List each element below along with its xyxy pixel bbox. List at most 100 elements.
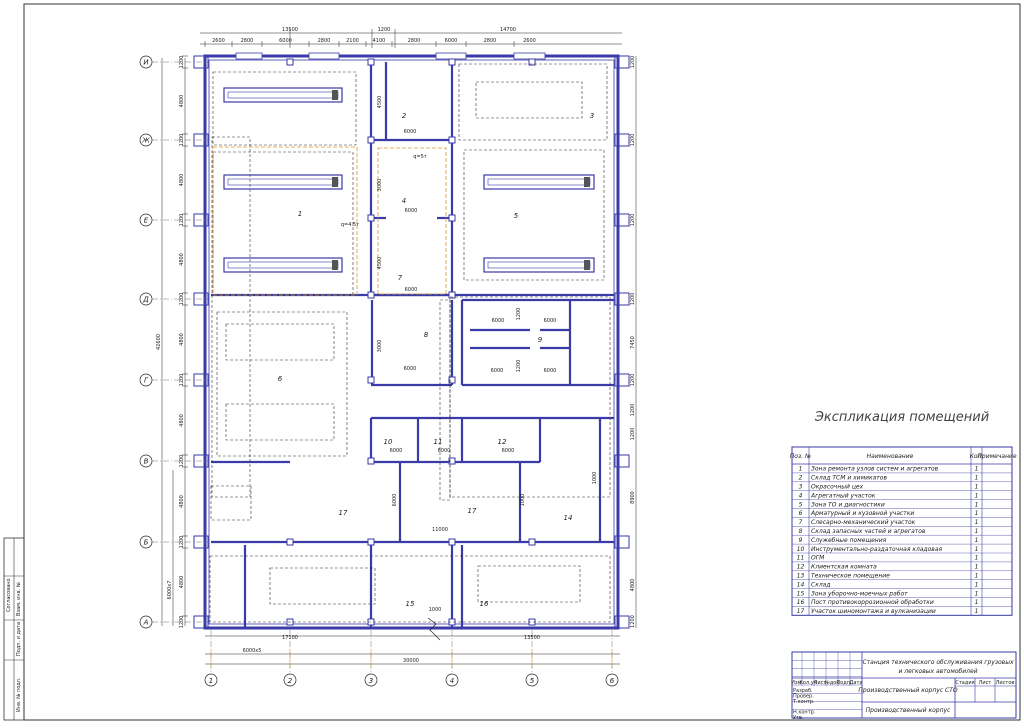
axis-label-Д: Д	[142, 296, 149, 304]
column-left-Б	[193, 535, 209, 549]
dim-top-seg-0: 2600	[212, 38, 225, 44]
service-lane-1	[223, 174, 343, 190]
dim-left-seg-4: 1200	[179, 214, 185, 227]
column-left-Д	[193, 292, 209, 306]
dashed-zone-6	[225, 403, 335, 441]
explication-qty-7: 1	[975, 528, 979, 535]
inner-dim-8: 4500	[377, 96, 383, 109]
explication-qty-2: 1	[975, 484, 979, 491]
explication-name-2: Окрасочный цех	[811, 484, 864, 491]
explication-pos-10: 11	[797, 555, 805, 562]
window-top-0	[235, 52, 263, 60]
room-number-1: 1	[298, 210, 302, 218]
room-number-15: 14	[564, 514, 573, 522]
dim-left-total: 42600	[156, 334, 162, 350]
dashed-zone-1	[458, 63, 608, 141]
dim-left-seg-5: 4800	[179, 253, 185, 266]
column-right-А	[614, 615, 630, 629]
explication-name-7: Склад запасных частей и агрегатов	[811, 528, 926, 535]
room-number-17: 16	[480, 600, 489, 608]
axis-bubble-3	[364, 673, 378, 687]
inner-dim-22: 1200	[516, 308, 522, 321]
dashed-zone-9	[269, 567, 376, 605]
dim-top-seg-7: 6000	[445, 38, 458, 44]
inner-dim-12: 6000	[390, 448, 403, 454]
explication-name-4: Зона ТО и диагностики	[811, 501, 885, 508]
inner-dim-2: 6000	[405, 287, 418, 293]
inner-dim-3: 6000	[404, 366, 417, 372]
inner-dim-17: 6000	[392, 494, 398, 507]
column-9	[448, 457, 456, 465]
column-right-Ж	[614, 133, 630, 147]
explication-qty-12: 1	[975, 573, 979, 580]
axis-label-2: 2	[288, 677, 293, 685]
room-number-13: 17	[339, 509, 348, 517]
strip-label-1: Инв. № подл.	[16, 677, 22, 712]
explication-name-0: Зона ремонта узлов систем и агрегатов	[811, 466, 939, 473]
dashed-zone-2	[212, 151, 354, 296]
room-number-4: 4	[402, 197, 406, 205]
dim-left-seg-9: 4800	[179, 414, 185, 427]
explication-pos-12: 13	[797, 573, 805, 580]
explication-pos-1: 2	[799, 475, 803, 482]
stamp-sheet-title: Производственный корпус СТО	[858, 687, 957, 694]
explication-name-5: Арматурный и кузовной участки	[810, 510, 914, 517]
service-lane-stop-3	[584, 177, 590, 187]
explication-name-9: Инструментально-раздаточная кладовая	[811, 546, 943, 553]
dashed-zone-5	[225, 323, 335, 361]
column-right-Г	[614, 373, 630, 387]
explication-name-10: ОГМ	[811, 555, 825, 562]
dim-left-seg-7: 4800	[179, 333, 185, 346]
stamp-project-1: Станция технического обслуживания грузов…	[862, 659, 1013, 666]
column-5	[448, 291, 456, 299]
dim-left-seg-0: 1200	[179, 56, 185, 69]
dashed-zone-13	[439, 299, 451, 501]
crane-zone-1	[212, 146, 358, 296]
service-lane-inner-3	[487, 178, 591, 186]
explication-pos-16: 17	[797, 608, 805, 615]
room-number-16: 15	[406, 600, 415, 608]
side-strip: Инв. № подл. Подп. и дата Взам. инв. № С…	[3, 537, 25, 721]
dashed-zone-8	[209, 555, 611, 623]
column-6	[367, 376, 375, 384]
inner-dim-19: 1000	[592, 472, 598, 485]
outer-wall-inner	[208, 59, 615, 625]
axis-label-5: 5	[530, 677, 535, 685]
dashed-zone-7	[210, 485, 252, 521]
dim-left-seg-6: 1200	[179, 293, 185, 306]
inner-dim-7: 6000	[544, 368, 557, 374]
stamp-left-col-label-5: Дата	[850, 680, 863, 686]
dim-left-seg-13: 4800	[179, 576, 185, 589]
inner-dim-1: 6000	[405, 208, 418, 214]
dim-right-seg-6: 1200	[630, 404, 636, 417]
explication-qty-0: 1	[975, 466, 979, 473]
dim-right-seg-8: 8900	[630, 491, 636, 504]
explication-qty-10: 1	[975, 555, 979, 562]
dim-top-total-2: 1200	[378, 27, 391, 33]
dim-right-seg-10: 1200	[630, 615, 636, 628]
axis-bubble-Г	[139, 373, 153, 387]
dashed-zone-0	[212, 71, 357, 146]
inner-dim-9: 3000	[377, 179, 383, 192]
column-0	[367, 136, 375, 144]
crane-zone-2	[377, 147, 447, 295]
dim-top-seg-1: 2800	[241, 38, 254, 44]
explication-qty-5: 1	[975, 510, 979, 517]
column-left-И	[193, 55, 209, 69]
dim-bottom-1: 17100	[282, 635, 298, 641]
room-number-11: 11	[434, 438, 443, 446]
explication-qty-13: 1	[975, 581, 979, 588]
explication-pos-4: 5	[799, 501, 803, 508]
room-number-12: 12	[498, 438, 507, 446]
stamp-project-2: и легковых автомобилей	[898, 668, 977, 675]
explication-name-13: Склад	[811, 581, 830, 588]
column-right-Б	[614, 535, 630, 549]
inner-dim-0: 6000	[404, 129, 417, 135]
window-top-3	[513, 52, 546, 60]
explication-pos-11: 12	[797, 564, 805, 571]
axis-bubble-Б	[139, 535, 153, 549]
dim-top-total-3: 14700	[500, 27, 516, 33]
stamp-left-col-label-3: №док	[825, 680, 840, 686]
axis-bubble-6	[605, 673, 619, 687]
axis-bubble-1	[204, 673, 218, 687]
